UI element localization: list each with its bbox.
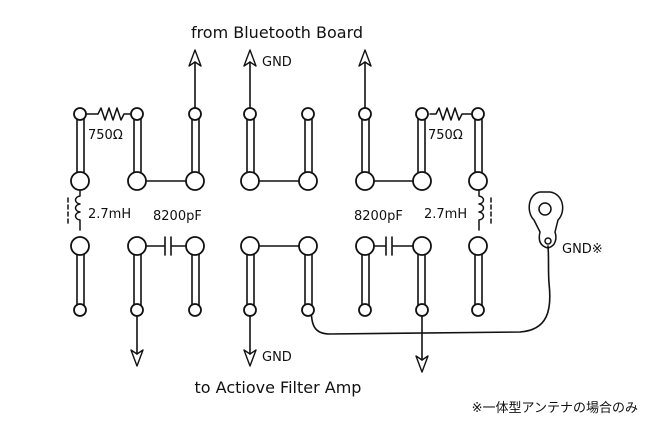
- pad-bottom-8: [471, 303, 485, 317]
- pad-bottom-4: [243, 303, 257, 317]
- arrow-up-gnd: [243, 49, 257, 67]
- strip-lower-3: [191, 251, 200, 307]
- antenna-ground-lug: [528, 191, 564, 249]
- pads: [70, 107, 488, 317]
- pad-top-2: [130, 107, 144, 121]
- inductor-left-coil: [74, 187, 81, 231]
- pad-lower-3: [185, 236, 205, 256]
- pad-upper-5: [298, 171, 318, 191]
- arrows: [130, 49, 429, 373]
- strip-lower-5: [304, 251, 313, 307]
- pad-lower-6: [355, 236, 375, 256]
- pad-top-7: [415, 107, 429, 121]
- strip-upper-5: [304, 117, 313, 173]
- strip-lower-2: [133, 251, 142, 307]
- copper-strips: [76, 117, 483, 307]
- strip-lower-6: [361, 251, 370, 307]
- lug-outline: [528, 191, 564, 249]
- pad-lower-1: [70, 236, 90, 256]
- strip-upper-7: [417, 117, 426, 173]
- arrow-down-gnd: [243, 349, 257, 367]
- pad-upper-8: [468, 171, 488, 191]
- pad-bottom-5: [301, 303, 315, 317]
- pad-upper-4: [240, 171, 260, 191]
- strip-upper-1: [76, 117, 85, 173]
- capacitor-right-symbol: [368, 236, 415, 256]
- resistor-left-symbol: [85, 107, 131, 121]
- pad-upper-1: [70, 171, 90, 191]
- strip-lower-7: [417, 251, 426, 307]
- strip-upper-8: [474, 117, 483, 173]
- bottom-gnd-label: GND: [262, 350, 292, 365]
- pad-bottom-6: [358, 303, 372, 317]
- resistor-right-symbol: [429, 107, 472, 121]
- pad-bottom-7: [415, 303, 429, 317]
- capacitor-left-label: 8200pF: [153, 209, 202, 224]
- footer-label: to Actiove Filter Amp: [195, 378, 362, 397]
- pad-bottom-1: [73, 303, 87, 317]
- pad-top-1: [73, 107, 87, 121]
- strip-lower-4: [246, 251, 255, 307]
- pad-top-5: [301, 107, 315, 121]
- capacitor-right-label: 8200pF: [354, 209, 403, 224]
- strip-upper-2: [133, 117, 142, 173]
- arrow-up-right-input: [358, 49, 372, 67]
- strip-lower-8: [474, 251, 483, 307]
- pad-top-8: [471, 107, 485, 121]
- footnote: ※一体型アンテナの場合のみ: [472, 401, 638, 416]
- pad-top-3: [188, 107, 202, 121]
- arrow-up-left-input: [188, 49, 202, 67]
- pad-bottom-3: [188, 303, 202, 317]
- pad-lower-4: [240, 236, 260, 256]
- lug-hole: [538, 202, 552, 216]
- inductors: [67, 187, 492, 231]
- wire-antenna-ground: [310, 245, 551, 335]
- pad-upper-6: [355, 171, 375, 191]
- strip-lower-1: [76, 251, 85, 307]
- inductor-left-label: 2.7mH: [88, 207, 131, 222]
- resistor-right-label: 750Ω: [428, 128, 463, 143]
- labels: from Bluetooth Board GND 750Ω 750Ω 2.7mH…: [88, 23, 638, 416]
- pad-upper-7: [412, 171, 432, 191]
- pad-lower-7: [412, 236, 432, 256]
- capacitor-left-symbol: [140, 236, 189, 256]
- pad-lower-2: [127, 236, 147, 256]
- pad-top-4: [243, 107, 257, 121]
- header-label: from Bluetooth Board: [191, 23, 363, 42]
- wires: [136, 61, 551, 361]
- resistor-left-label: 750Ω: [88, 128, 123, 143]
- strip-upper-3: [191, 117, 200, 173]
- pad-upper-3: [185, 171, 205, 191]
- pad-bottom-2: [130, 303, 144, 317]
- pad-lower-5: [298, 236, 318, 256]
- antenna-gnd-label: GND※: [562, 242, 603, 257]
- capacitors: [140, 236, 415, 256]
- resistors: [85, 107, 472, 121]
- strip-upper-4: [246, 117, 255, 173]
- inductor-right-coil: [478, 187, 485, 231]
- inductor-right-label: 2.7mH: [424, 207, 467, 222]
- top-gnd-label: GND: [262, 55, 292, 70]
- arrow-down-right-output: [415, 355, 429, 373]
- pad-top-6: [358, 107, 372, 121]
- strip-upper-6: [361, 117, 370, 173]
- pad-lower-8: [468, 236, 488, 256]
- pad-upper-2: [127, 171, 147, 191]
- lug-rivet: [544, 237, 552, 245]
- arrow-down-left-output: [130, 349, 144, 367]
